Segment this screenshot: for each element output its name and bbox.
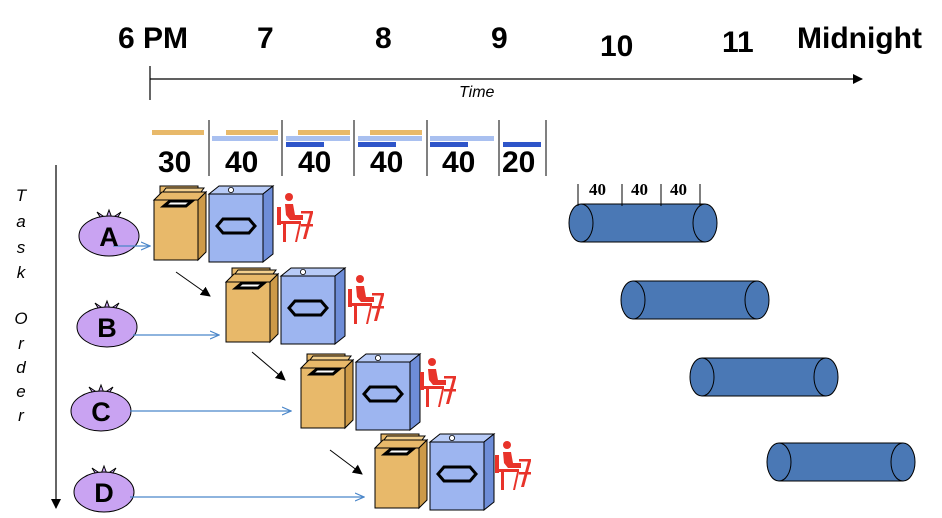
task-order-letter: r — [18, 406, 24, 425]
duration-label: 20 — [502, 146, 536, 179]
time-axis-label: Time — [459, 84, 495, 101]
hour-label-midnight: Midnight — [797, 22, 922, 55]
hour-label-6pm: 6 PM — [118, 22, 189, 55]
duration-label: 40 — [370, 146, 404, 179]
pipeline-segment-dividers — [577, 184, 701, 206]
task-order-letter: a — [16, 212, 26, 231]
duration-label: 30 — [158, 146, 192, 179]
task-order-letter: O — [14, 309, 28, 328]
hour-label-10: 10 — [600, 30, 634, 63]
duration-bars — [152, 130, 541, 147]
hour-label-8: 8 — [375, 22, 392, 55]
washer-icon — [373, 432, 429, 510]
washer-icon — [152, 184, 208, 262]
task-letter-d: D — [94, 478, 114, 508]
duration-label: 40 — [442, 146, 476, 179]
pipeline-segment-label: 40 — [670, 180, 687, 199]
washer-icon — [224, 266, 280, 344]
task-order-letter: k — [16, 263, 26, 282]
duration-label: 40 — [298, 146, 332, 179]
task-order-letter: d — [16, 358, 26, 377]
dryer-icon — [354, 352, 422, 432]
pipeline-cylinder-a — [568, 203, 718, 243]
folder-icon — [348, 275, 384, 324]
pipeline-segment-label: 40 — [631, 180, 648, 199]
folder-icon — [277, 193, 313, 242]
task-order-letter: s — [16, 238, 26, 257]
dryer-icon — [428, 432, 496, 512]
task-letter-a: A — [99, 222, 119, 252]
pipeline-cylinder-d — [766, 442, 916, 482]
task-letter-c: C — [91, 397, 111, 427]
task-order-letter: r — [18, 334, 24, 353]
hour-label-7: 7 — [257, 22, 274, 55]
dryer-icon — [207, 184, 275, 264]
hour-label-11: 11 — [722, 26, 754, 59]
sequence-arrow — [329, 449, 363, 475]
pipeline-cylinder-c — [689, 357, 839, 397]
washer-icon — [299, 352, 355, 430]
duration-dividers — [208, 120, 547, 176]
task-order-letter: e — [16, 382, 26, 401]
task-letter-b: B — [97, 313, 117, 343]
sequence-arrow — [251, 351, 286, 381]
folder-icon — [495, 441, 531, 490]
sequence-arrow — [175, 271, 211, 297]
dryer-icon — [279, 266, 347, 346]
duration-label: 40 — [225, 146, 259, 179]
folder-icon — [420, 358, 456, 407]
pipeline-segment-label: 40 — [589, 180, 606, 199]
task-order-letter: T — [15, 186, 27, 205]
hour-label-9: 9 — [491, 22, 508, 55]
pipeline-cylinder-b — [620, 280, 770, 320]
